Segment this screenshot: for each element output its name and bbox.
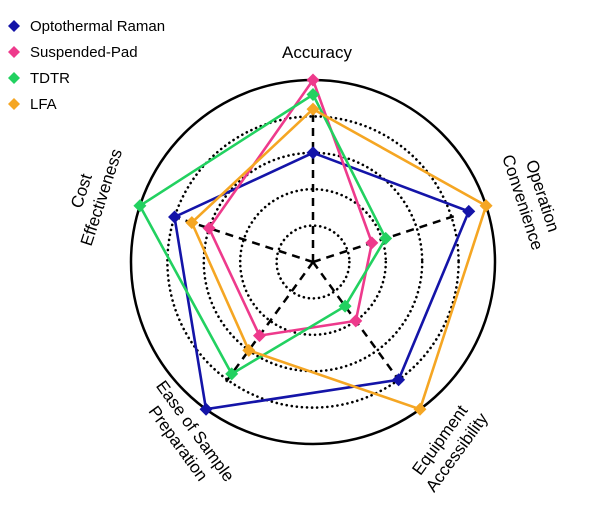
legend-item-lfa: LFA bbox=[8, 96, 57, 113]
series-line-tdtr bbox=[138, 92, 388, 376]
point-lfa-2 bbox=[479, 199, 493, 213]
point-suspended-pad-3 bbox=[349, 314, 363, 328]
point-lfa-5 bbox=[185, 216, 199, 230]
point-optothermal-raman-3 bbox=[392, 373, 406, 387]
point-suspended-pad-4 bbox=[253, 329, 267, 343]
series-tdtr bbox=[133, 88, 393, 381]
legend-label-tdtr: TDTR bbox=[30, 70, 70, 87]
legend-marker-suspended-pad bbox=[8, 46, 20, 58]
legend-item-optothermal-raman: Optothermal Raman bbox=[8, 18, 165, 35]
point-tdtr-5 bbox=[133, 199, 147, 213]
legend-label-lfa: LFA bbox=[30, 96, 57, 113]
series-line-optothermal-raman bbox=[173, 151, 471, 411]
series-optothermal-raman bbox=[168, 146, 476, 416]
series-lfa bbox=[185, 102, 493, 416]
axis-label-4: Ease of SamplePreparation bbox=[135, 377, 238, 498]
point-optothermal-raman-2 bbox=[462, 204, 476, 218]
axis-label-2: OperationConvenience bbox=[498, 146, 567, 253]
point-optothermal-raman-1 bbox=[306, 146, 320, 160]
point-suspended-pad-5 bbox=[202, 221, 216, 235]
legend-label-optothermal-raman: Optothermal Raman bbox=[30, 18, 165, 35]
point-suspended-pad-1 bbox=[306, 73, 320, 87]
point-tdtr-4 bbox=[225, 367, 239, 381]
axis-label-1: Accuracy bbox=[282, 43, 352, 62]
point-suspended-pad-2 bbox=[365, 236, 379, 250]
point-optothermal-raman-4 bbox=[199, 402, 213, 416]
grid-ring-1 bbox=[275, 224, 351, 300]
legend-label-suspended-pad: Suspended-Pad bbox=[30, 44, 138, 61]
point-tdtr-1 bbox=[306, 88, 320, 102]
legend-item-suspended-pad: Suspended-Pad bbox=[8, 44, 138, 61]
point-tdtr-3 bbox=[338, 299, 352, 313]
point-tdtr-2 bbox=[379, 231, 393, 245]
series-line-lfa bbox=[190, 107, 488, 411]
legend-marker-tdtr bbox=[8, 72, 20, 84]
point-lfa-3 bbox=[413, 402, 427, 416]
radar-series bbox=[133, 73, 493, 416]
point-optothermal-raman-5 bbox=[168, 210, 182, 224]
axis-label-line: Accuracy bbox=[282, 43, 352, 62]
legend-marker-optothermal-raman bbox=[8, 20, 20, 32]
point-lfa-1 bbox=[306, 102, 320, 116]
grid-ring-4 bbox=[166, 115, 460, 409]
axis-label-5: CostEffectiveness bbox=[57, 140, 126, 248]
series-suspended-pad bbox=[202, 73, 379, 343]
legend-marker-lfa bbox=[8, 98, 20, 110]
point-lfa-4 bbox=[242, 343, 256, 357]
spoke-4 bbox=[223, 261, 315, 385]
spoke-5 bbox=[168, 214, 314, 264]
legend-item-tdtr: TDTR bbox=[8, 70, 70, 87]
